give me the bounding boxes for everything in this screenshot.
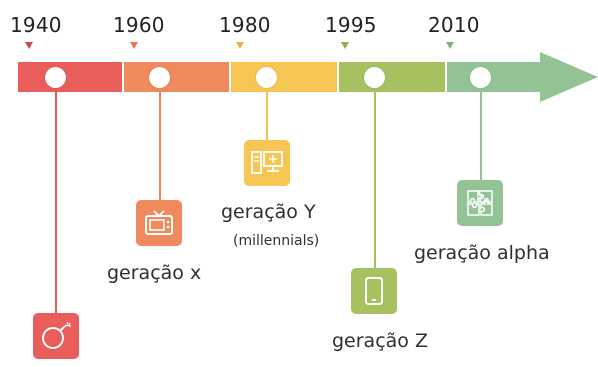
year-marker-2010 <box>446 42 454 49</box>
timeline-dot-1960 <box>149 67 170 88</box>
timeline-dot-1940 <box>45 67 66 88</box>
year-marker-1980 <box>236 42 244 49</box>
connector-line-1940 <box>55 88 57 313</box>
timeline-dot-1980 <box>256 67 277 88</box>
puzzle-icon <box>457 180 503 226</box>
timeline-dot-2010 <box>470 67 491 88</box>
generation-alpha-label: geração alpha <box>414 242 550 264</box>
timeline-dot-1995 <box>364 67 385 88</box>
tv-icon <box>136 200 182 246</box>
timeline-segment-1995 <box>339 62 445 92</box>
connector-line-1980 <box>266 88 268 140</box>
timeline-arrow-head <box>540 52 598 102</box>
year-marker-1960 <box>130 42 138 49</box>
timeline-segment-1960 <box>124 62 229 92</box>
timeline-segment-1940 <box>18 62 122 92</box>
generation-z-label: geração Z <box>332 330 428 352</box>
connector-line-1995 <box>374 88 376 268</box>
year-1960: 1960 <box>113 13 165 37</box>
bomb-icon <box>33 313 79 359</box>
generation-y-label: geração Y <box>221 201 316 223</box>
connector-line-2010 <box>480 88 482 180</box>
computer-icon <box>244 140 290 186</box>
timeline-segment-2010 <box>447 62 542 92</box>
year-1940: 1940 <box>10 13 62 37</box>
generation-y-sublabel: (millennials) <box>233 233 320 249</box>
year-marker-1940 <box>25 42 33 49</box>
year-marker-1995 <box>341 42 349 49</box>
tablet-icon <box>351 268 397 314</box>
year-1995: 1995 <box>325 13 377 37</box>
year-2010: 2010 <box>428 13 480 37</box>
connector-line-1960 <box>159 88 161 200</box>
timeline-segment-1980 <box>231 62 337 92</box>
generation-x-label: geração x <box>107 262 202 284</box>
year-1980: 1980 <box>219 13 271 37</box>
